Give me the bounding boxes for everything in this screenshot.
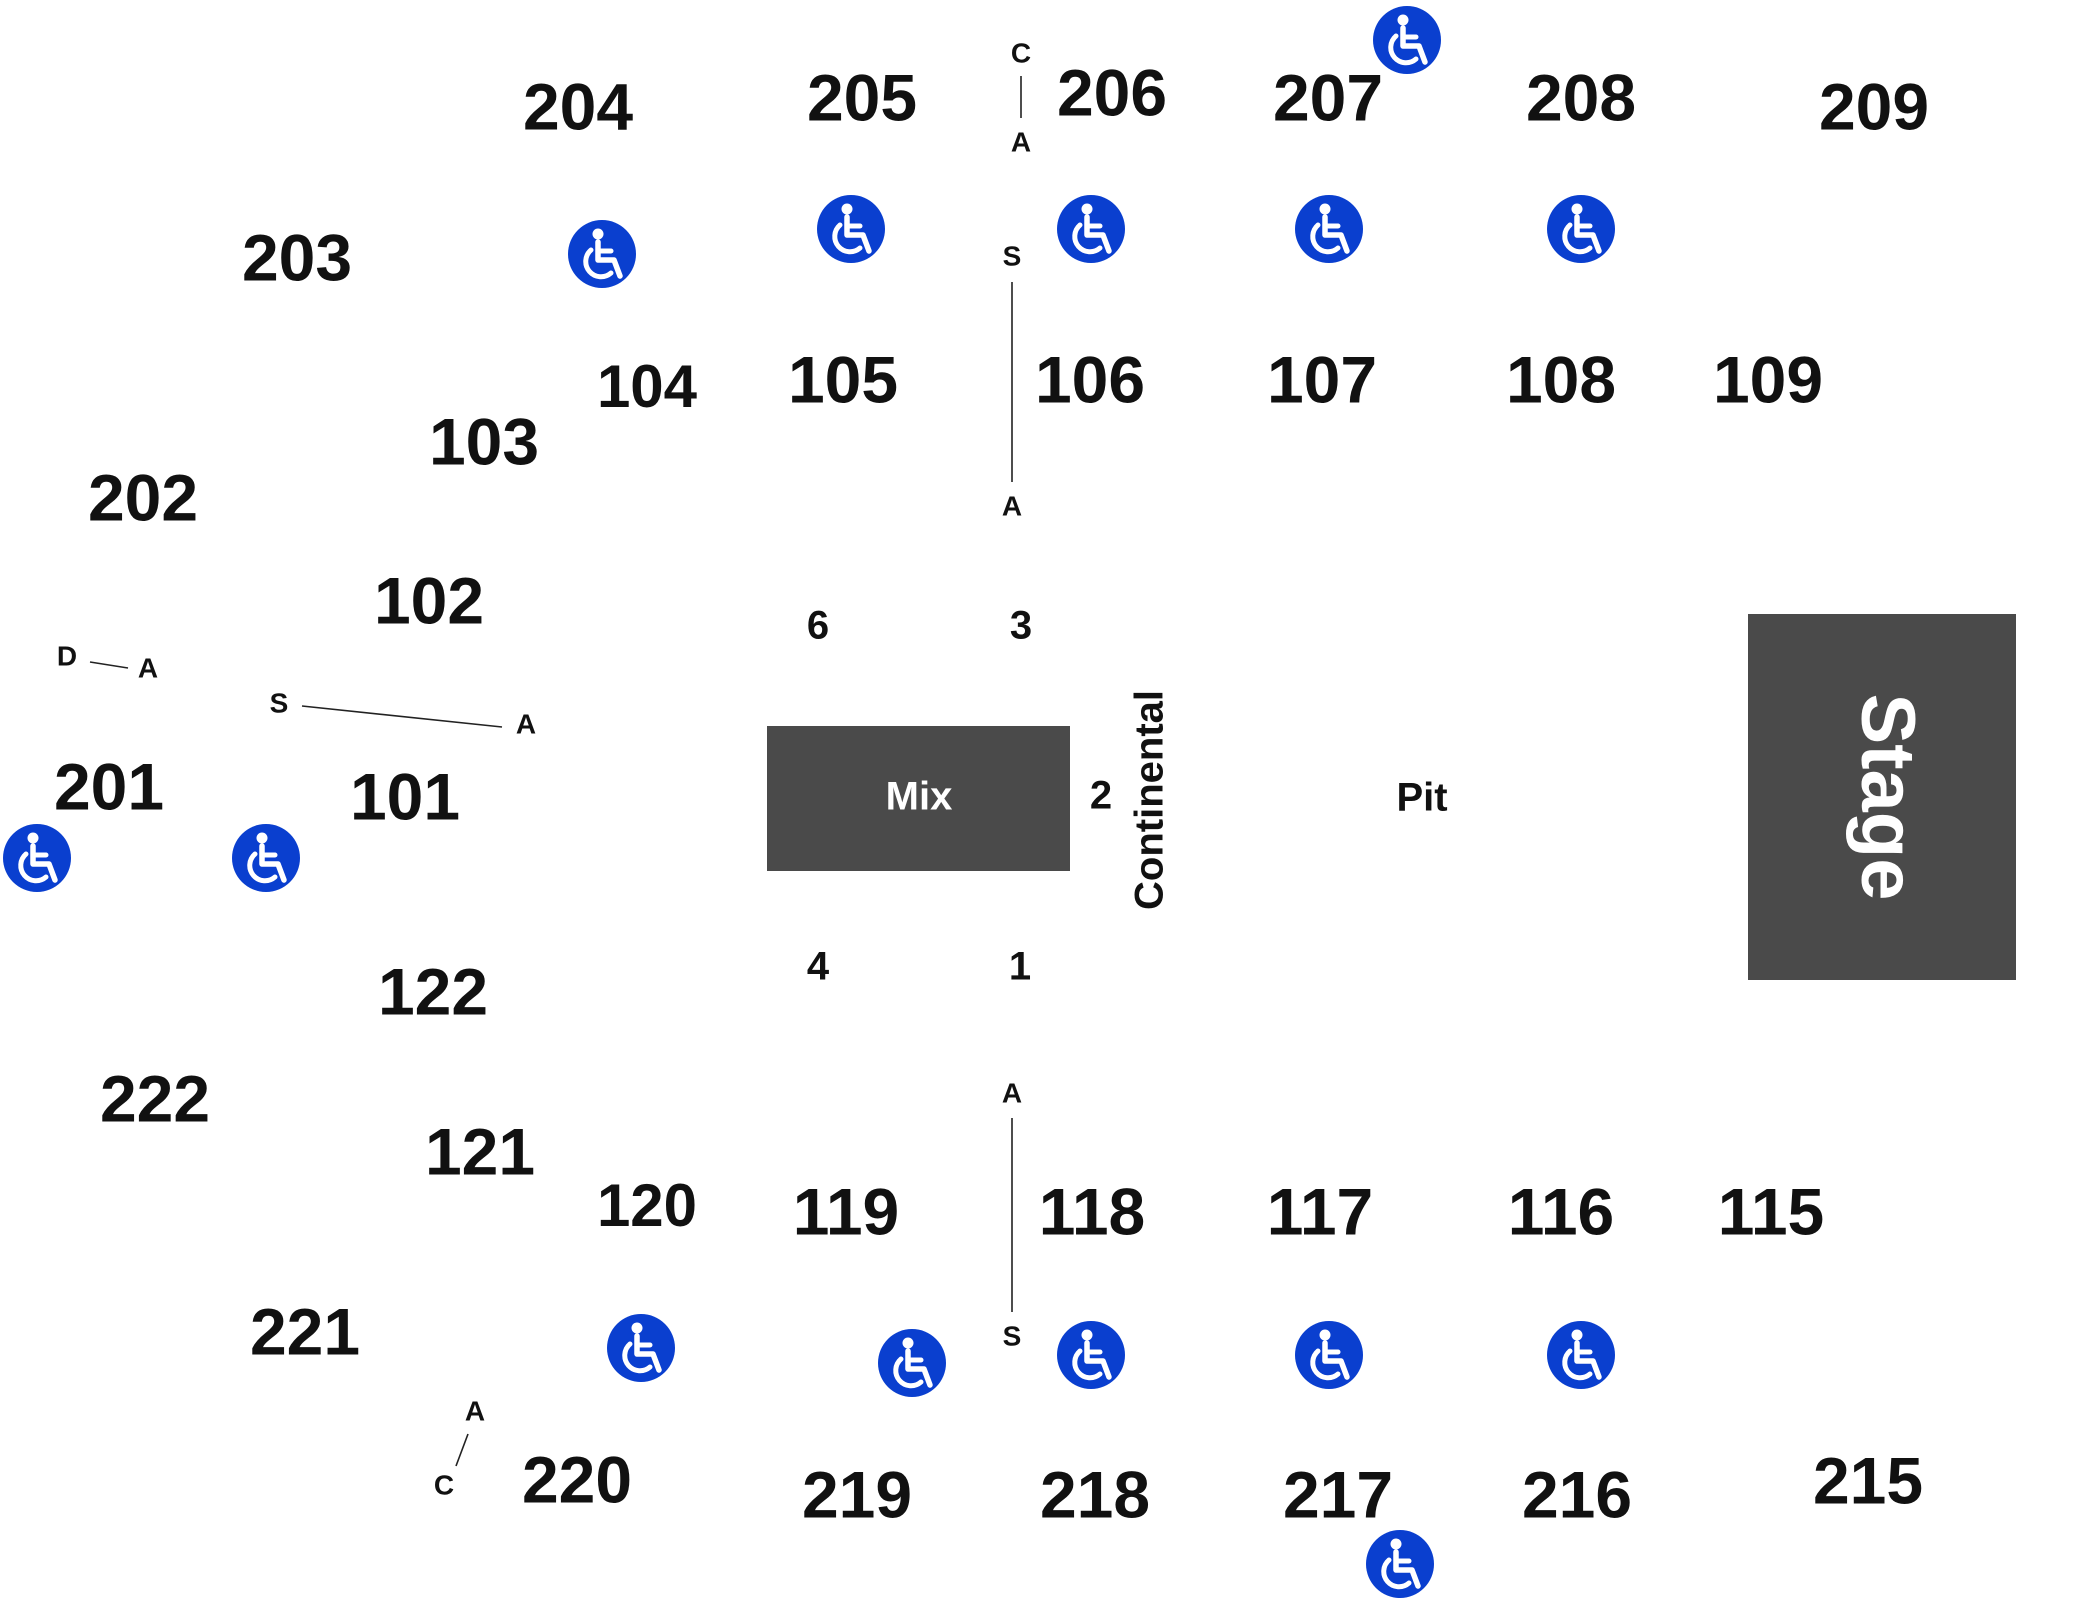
- section-107[interactable]: 107: [1267, 342, 1377, 416]
- section-220[interactable]: 220: [522, 1442, 632, 1516]
- aisle-marker-a-bottom-left: A: [465, 1395, 485, 1426]
- aisle-marker-s-left: S: [270, 687, 289, 718]
- floor-sections: 6 3 2 4 1: [807, 604, 1112, 989]
- aisle-markers: C A S A D A S A A S A C: [57, 37, 1031, 1500]
- section-204[interactable]: 204: [523, 69, 633, 143]
- mix-label: Mix: [886, 775, 953, 819]
- aisle-marker-a-top: A: [1011, 126, 1031, 157]
- section-117[interactable]: 117: [1267, 1174, 1373, 1248]
- wheelchair-accessible-icon[interactable]: [1057, 195, 1125, 263]
- wheelchair-accessible-icon[interactable]: [878, 1329, 946, 1397]
- sections-100-level: 101 102 103 104 105 106 107 108 109 115 …: [350, 342, 1824, 1248]
- wheelchair-accessible-icon[interactable]: [1057, 1321, 1125, 1389]
- section-104[interactable]: 104: [597, 353, 698, 420]
- aisle-marker-a-left: A: [138, 652, 158, 683]
- wheelchair-accessible-icon[interactable]: [1547, 1321, 1615, 1389]
- aisle-line-c-a: [455, 1433, 469, 1467]
- mix-block: [767, 726, 1070, 871]
- floor-section-4[interactable]: 4: [807, 945, 830, 989]
- floor-section-6[interactable]: 6: [807, 604, 829, 648]
- aisle-line-s-a: [301, 705, 503, 728]
- aisle-line-d-a: [89, 661, 129, 669]
- aisle-marker-a-mid-left: A: [516, 708, 536, 739]
- section-218[interactable]: 218: [1040, 1457, 1150, 1531]
- section-215[interactable]: 215: [1813, 1443, 1923, 1517]
- section-208[interactable]: 208: [1526, 60, 1636, 134]
- stage[interactable]: Stage: [1748, 614, 2016, 980]
- section-121[interactable]: 121: [425, 1114, 535, 1188]
- section-102[interactable]: 102: [374, 563, 484, 637]
- section-122[interactable]: 122: [378, 954, 488, 1028]
- section-217[interactable]: 217: [1283, 1457, 1393, 1531]
- section-206[interactable]: 206: [1057, 55, 1167, 129]
- section-205[interactable]: 205: [807, 60, 917, 134]
- aisle-marker-a-upper: A: [1002, 490, 1022, 521]
- section-115[interactable]: 115: [1718, 1174, 1824, 1248]
- section-106[interactable]: 106: [1035, 342, 1145, 416]
- section-202[interactable]: 202: [88, 460, 198, 534]
- wheelchair-accessible-icon[interactable]: [568, 220, 636, 288]
- wheelchair-accessible-icon[interactable]: [1373, 6, 1441, 74]
- wheelchair-accessible-icon[interactable]: [607, 1314, 675, 1382]
- section-216[interactable]: 216: [1522, 1457, 1632, 1531]
- section-101[interactable]: 101: [350, 759, 460, 833]
- section-108[interactable]: 108: [1506, 342, 1616, 416]
- section-103[interactable]: 103: [429, 404, 539, 478]
- floor-section-3[interactable]: 3: [1010, 604, 1032, 648]
- floor-section-2[interactable]: 2: [1090, 774, 1112, 818]
- section-222[interactable]: 222: [100, 1061, 210, 1135]
- section-221[interactable]: 221: [250, 1294, 360, 1368]
- aisle-marker-s-upper: S: [1003, 240, 1022, 271]
- aisle-marker-a-lower: A: [1002, 1077, 1022, 1108]
- mix-position[interactable]: Mix: [767, 726, 1070, 871]
- section-207[interactable]: 207: [1273, 60, 1383, 134]
- floor-section-1[interactable]: 1: [1009, 945, 1031, 989]
- wheelchair-accessible-icon[interactable]: [817, 195, 885, 263]
- section-201[interactable]: 201: [54, 749, 164, 823]
- pit-label[interactable]: Pit: [1396, 776, 1447, 820]
- section-120[interactable]: 120: [597, 1172, 697, 1239]
- section-116[interactable]: 116: [1508, 1174, 1614, 1248]
- wheelchair-accessible-icon[interactable]: [232, 824, 300, 892]
- aisle-marker-d-left: D: [57, 640, 77, 671]
- section-119[interactable]: 119: [793, 1174, 899, 1248]
- wheelchair-accessible-icon[interactable]: [1295, 195, 1363, 263]
- wheelchair-accessible-icon[interactable]: [1295, 1321, 1363, 1389]
- section-219[interactable]: 219: [802, 1457, 912, 1531]
- wheelchair-accessible-icon[interactable]: [3, 824, 71, 892]
- section-209[interactable]: 209: [1819, 69, 1929, 143]
- aisle-marker-s-lower: S: [1003, 1320, 1022, 1351]
- stage-label: Stage: [1845, 694, 1930, 901]
- aisle-marker-c-top: C: [1011, 37, 1031, 68]
- section-105[interactable]: 105: [788, 342, 898, 416]
- section-109[interactable]: 109: [1713, 342, 1823, 416]
- stage-block: [1748, 614, 2016, 980]
- section-118[interactable]: 118: [1039, 1174, 1145, 1248]
- continental-label[interactable]: Continental: [1128, 690, 1172, 910]
- wheelchair-accessible-icon[interactable]: [1547, 195, 1615, 263]
- aisle-marker-c-bottom-left: C: [434, 1469, 454, 1500]
- aisle-lines: [89, 76, 1022, 1467]
- wheelchair-accessible-icon[interactable]: [1366, 1530, 1434, 1598]
- sections-200-level: 201 202 203 204 205 206 207 208 209 215 …: [54, 55, 1929, 1531]
- section-203[interactable]: 203: [242, 220, 352, 294]
